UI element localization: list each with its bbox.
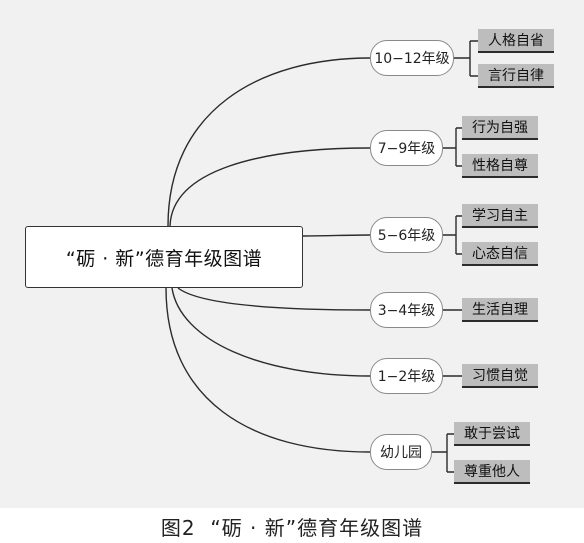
leaf-node: 敢于尝试 [454,422,530,446]
connector-root-1-2 [171,287,371,377]
grade-label: 1−2年级 [377,369,436,385]
grade-label: 3−4年级 [377,303,436,319]
grade-node-1-2: 1−2年级 [370,358,443,394]
leaf-node: 性格自尊 [462,154,538,178]
connector-lines [165,40,478,473]
diagram-canvas: “砺 · 新”德育年级图谱 10−12年级 7−9年级 5−6年级 3−4年级 … [0,0,584,508]
leaf-node: 心态自信 [462,242,538,266]
caption-text: 图2 “砺 · 新”德育年级图谱 [160,515,424,540]
leaf-node: 习惯自觉 [462,364,538,388]
bracket-kindergarten [432,433,454,473]
connector-root-kindergarten [165,287,371,453]
figure-caption: 图2 “砺 · 新”德育年级图谱 [0,510,584,542]
leaf-label: 生活自理 [472,302,528,318]
leaf-label: 学习自主 [472,208,528,224]
grade-label: 10−12年级 [374,51,450,67]
leaf-node: 生活自理 [462,298,538,322]
leaf-node: 尊重他人 [454,460,530,484]
grade-node-kindergarten: 幼儿园 [370,434,432,470]
leaf-label: 行为自强 [472,120,528,136]
leaf-node: 人格自省 [478,29,554,53]
bracket-10-12 [454,40,478,77]
root-label: “砺 · 新”德育年级图谱 [65,247,263,270]
leaf-label: 尊重他人 [464,464,520,480]
grade-label: 7−9年级 [377,141,436,157]
leaf-label: 习惯自觉 [472,368,528,384]
connector-root-10-12 [167,57,371,227]
root-node: “砺 · 新”德育年级图谱 [25,226,303,288]
leaf-label: 敢于尝试 [464,426,520,442]
bracket-5-6 [443,215,462,255]
leaf-label: 性格自尊 [472,158,528,174]
grade-node-3-4: 3−4年级 [370,292,443,328]
grade-node-10-12: 10−12年级 [370,40,454,76]
leaf-node: 学习自主 [462,204,538,228]
leaf-label: 人格自省 [488,33,544,49]
grade-node-7-9: 7−9年级 [370,130,443,166]
connector-root-3-4 [177,287,371,311]
connector-root-7-9 [169,147,371,227]
leaf-label: 心态自信 [472,246,528,262]
leaf-label: 言行自律 [488,68,544,84]
leaf-node: 行为自强 [462,116,538,140]
leaf-node: 言行自律 [478,64,554,88]
connector-root-5-6 [302,234,371,237]
grade-label: 幼儿园 [380,445,422,461]
bracket-7-9 [443,127,462,167]
grade-label: 5−6年级 [377,228,436,244]
grade-node-5-6: 5−6年级 [370,217,443,253]
